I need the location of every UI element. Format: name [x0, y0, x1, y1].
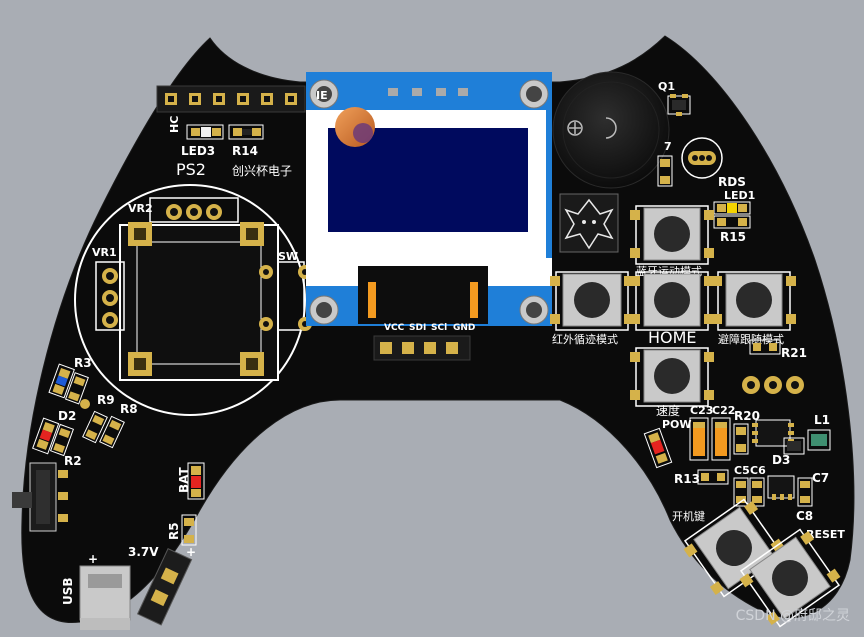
battery-connector	[136, 548, 193, 626]
avoid-mode-label: 避障跟随模式	[718, 332, 784, 346]
c8-label: C8	[796, 509, 813, 523]
oled-module	[306, 72, 552, 326]
pow-label: POW	[662, 418, 692, 431]
r21-component	[749, 339, 781, 355]
c22-label: C22	[712, 404, 735, 417]
bat-led	[187, 462, 205, 500]
led1-label: LED1	[724, 189, 755, 202]
c6-capacitor	[749, 477, 765, 507]
q1-label: Q1	[658, 80, 675, 93]
c23-capacitor	[689, 417, 709, 461]
r5-component	[181, 514, 197, 546]
infrared-mode-label: 红外循迹模式	[552, 333, 618, 346]
usb-connector	[79, 565, 131, 630]
r7-label: 7	[664, 140, 672, 153]
l1-label: L1	[814, 413, 830, 427]
resistor-near-d2	[49, 423, 75, 457]
oled-pin-vcc-label: VCC	[384, 323, 405, 333]
c7-capacitor	[797, 477, 813, 507]
sw-label: SW	[278, 250, 298, 263]
regulator-ic	[752, 419, 794, 447]
led3-label: LED3	[181, 144, 215, 158]
r15-label: R15	[720, 230, 746, 244]
small-ic	[767, 475, 795, 500]
q1-transistor	[667, 94, 691, 116]
r9-label: R9	[97, 393, 115, 407]
pcb-board-outline	[21, 35, 855, 623]
avoid-mode-button[interactable]	[712, 271, 796, 331]
battery-voltage-label: 3.7V	[128, 545, 159, 559]
bluetooth-mode-button[interactable]	[630, 205, 714, 265]
r7-component	[657, 155, 673, 187]
ps2-header	[156, 85, 306, 113]
home-button[interactable]	[630, 271, 714, 331]
c7-label: C7	[812, 471, 829, 485]
r14-label: R14	[232, 144, 258, 158]
speed-button[interactable]	[630, 347, 714, 407]
infrared-mode-button[interactable]	[550, 271, 634, 331]
l1-inductor	[807, 429, 831, 451]
battery-plus-label: +	[186, 545, 196, 559]
speed-label: 速度	[656, 403, 680, 418]
r13-label: R13	[674, 472, 700, 486]
r9-component	[82, 410, 108, 444]
vr2-label: VR2	[128, 202, 153, 215]
oled-pin-scl-label: SCl	[431, 323, 447, 333]
power-key-label: 开机键	[672, 509, 705, 523]
r15-component	[713, 215, 751, 229]
r3-component	[48, 363, 75, 399]
c23-label: C23	[690, 404, 713, 417]
buzzer	[552, 71, 670, 189]
usb-label: USB	[61, 577, 75, 605]
oled-pin-header	[373, 335, 471, 361]
d2-label: D2	[58, 409, 76, 423]
battery-connector-plus: +	[88, 552, 98, 566]
c22-capacitor	[711, 417, 731, 461]
d2-led	[32, 417, 60, 455]
oled-pin-gnd-label: GND	[453, 323, 475, 333]
brand-label: 创兴杯电子	[232, 164, 292, 178]
home-label: HOME	[648, 328, 697, 347]
rds-sensor	[681, 137, 723, 179]
d3-label: D3	[772, 453, 790, 467]
d3-diode	[783, 437, 805, 455]
csdn-watermark: CSDN @府邸之灵	[735, 608, 850, 624]
c5-label: C5	[734, 464, 750, 477]
ps2-label: PS2	[176, 160, 206, 179]
led3-component	[186, 124, 224, 140]
dragon-logo	[559, 193, 619, 253]
three-pin-header	[742, 376, 804, 394]
bat-label: BAT	[177, 466, 191, 493]
pow-led	[643, 427, 673, 469]
r20-label: R20	[734, 409, 760, 423]
oled-corner-label: IE	[316, 89, 328, 102]
vr1-label: VR1	[92, 246, 117, 259]
r21-label: R21	[781, 346, 807, 360]
r20-component	[733, 423, 749, 455]
oled-pin-sdi-label: SDI	[409, 323, 426, 333]
r8-component	[99, 415, 125, 449]
r13-component	[697, 469, 729, 485]
resistor-near-r3	[64, 372, 89, 405]
c6-label: C6	[750, 464, 766, 477]
reset-label: RESET	[806, 528, 845, 541]
c5-capacitor	[733, 477, 749, 507]
rds-label: RDS	[718, 175, 746, 189]
r14-component	[228, 124, 264, 140]
r3-label: R3	[74, 356, 92, 370]
r5-label: R5	[167, 522, 181, 540]
r2-label: R2	[64, 454, 82, 468]
hc-label: HC	[168, 116, 181, 133]
reset-button[interactable]	[736, 526, 844, 630]
r8-label: R8	[120, 402, 138, 416]
led1-component	[713, 201, 751, 215]
slide-switch	[12, 462, 68, 532]
